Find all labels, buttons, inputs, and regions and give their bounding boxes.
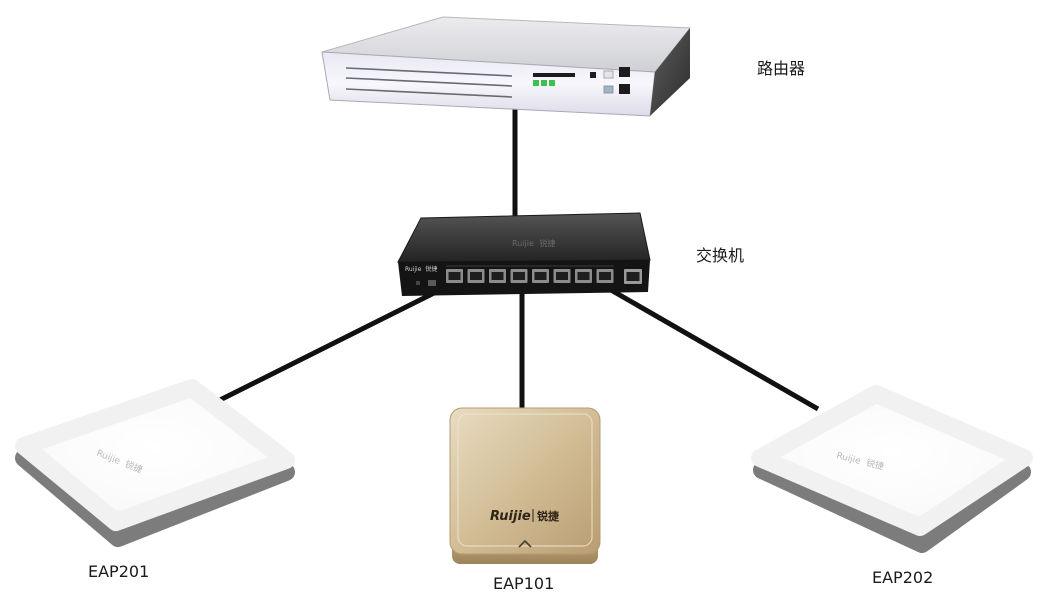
switch-port <box>446 269 463 283</box>
eap202-device: Ruijie 锐捷 <box>751 385 1033 553</box>
eap201-top <box>15 379 295 531</box>
switch-port <box>575 269 592 283</box>
router-port-square <box>619 67 630 77</box>
switch-label: 交换机 <box>696 246 744 265</box>
switch-port <box>596 269 614 283</box>
router-port-square <box>619 84 630 94</box>
switch-device: Ruijie 锐捷 Ruijie 锐捷 <box>397 212 651 296</box>
eap101-face-highlight <box>457 413 593 547</box>
router-port-square <box>603 85 614 94</box>
eap202-label: EAP202 <box>872 568 933 587</box>
eap202-top <box>751 385 1033 536</box>
eap201-device: Ruijie 锐捷 <box>15 379 295 547</box>
router-led <box>541 80 547 86</box>
router-status-square <box>590 72 596 78</box>
router-indicators <box>533 67 630 94</box>
switch-port <box>510 269 528 283</box>
eap101-brand-cn: 锐捷 <box>537 509 560 523</box>
router-device <box>321 16 692 117</box>
eap101-brand-name: Ruijie <box>490 509 531 524</box>
cables <box>206 104 820 412</box>
switch-port <box>532 269 549 283</box>
router-front-slots <box>345 67 513 98</box>
switch-led <box>416 281 420 285</box>
router-display-bar <box>533 73 575 77</box>
cable-switch-eap202 <box>602 283 820 412</box>
switch-port <box>467 269 485 283</box>
router-side-face <box>650 28 690 116</box>
switch-top-face <box>397 212 651 263</box>
switch-port <box>553 269 571 283</box>
brand-cn: 锐捷 <box>425 265 437 273</box>
chevron-up-icon <box>518 539 532 548</box>
eap101-label: EAP101 <box>493 574 554 593</box>
brand-name: Ruijie <box>405 266 422 273</box>
router-slot <box>345 67 513 77</box>
router-led <box>549 80 555 86</box>
switch-led <box>428 280 436 286</box>
router-led <box>533 80 539 86</box>
cable-switch-eap201 <box>206 287 442 409</box>
switch-uplink-port <box>624 269 642 284</box>
switch-front-brand: Ruijie 锐捷 <box>405 265 437 273</box>
eap101-device: Ruijie 锐捷 <box>449 407 601 564</box>
switch-port <box>489 269 506 283</box>
eap201-label: EAP201 <box>88 562 149 581</box>
router-label: 路由器 <box>757 59 805 78</box>
brand-cn: 锐捷 <box>539 238 555 248</box>
brand-name: Ruijie <box>512 239 534 248</box>
eap101-body <box>449 407 601 555</box>
router-slot <box>345 88 513 98</box>
router-slot <box>345 77 513 87</box>
router-port-square <box>603 70 614 79</box>
switch-ports <box>446 269 642 284</box>
switch-top-brand: Ruijie 锐捷 <box>512 238 555 248</box>
